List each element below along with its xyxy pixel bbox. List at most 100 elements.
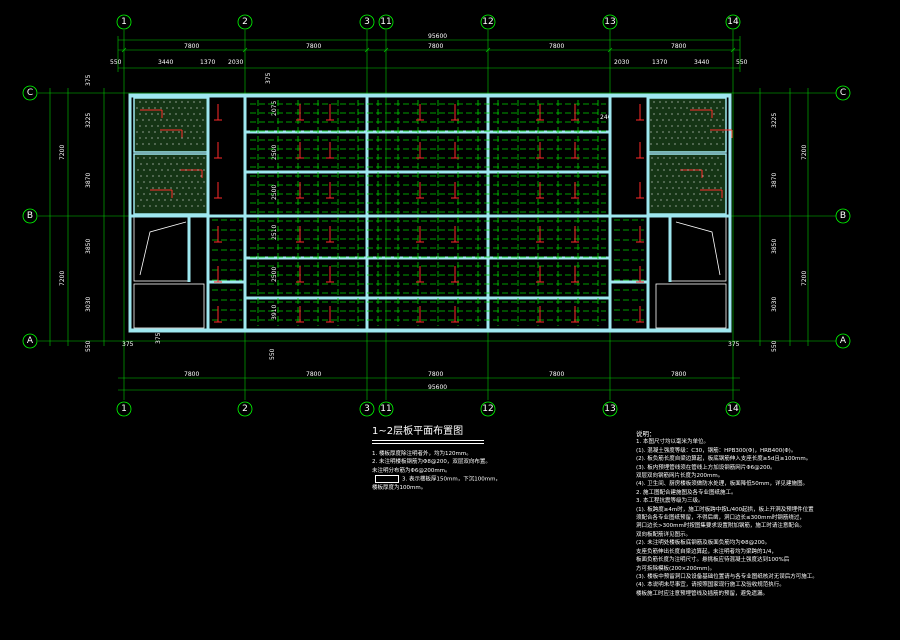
dimension-lines (49, 36, 809, 391)
hatch-dot (139, 101, 141, 103)
hatch-dot (202, 107, 204, 109)
hatch-dot (182, 175, 184, 177)
hatch-dot (698, 143, 700, 145)
dim-text-part: 3870 (85, 173, 92, 188)
note-line: 2. 施工图配合建施图及各专业图纸施工。 (636, 489, 737, 496)
dim-text-part: 3440 (158, 59, 173, 66)
grid-bubble (725, 14, 741, 30)
hatch-dot (684, 199, 686, 201)
hatch-dot (152, 163, 154, 165)
hatch-dot (139, 125, 141, 127)
hatch-dot (677, 137, 679, 139)
hatch-dot (175, 125, 177, 127)
dim-text-part: 375 (728, 341, 740, 348)
dim-text-total: 95600 (428, 33, 447, 40)
hatch-dot (690, 163, 692, 165)
hatch-dot (170, 187, 172, 189)
dim-text-total: 7200 (801, 145, 808, 160)
hatch-dot (665, 101, 667, 103)
grid-label: 13 (604, 404, 615, 414)
grid-bubble (237, 14, 253, 30)
dim-text-part: 2030 (228, 59, 243, 66)
hatch-dot (668, 131, 670, 133)
grid-bubble (359, 14, 375, 30)
hatch-dot (681, 181, 683, 183)
hatch-dot (693, 157, 695, 159)
hatch-dot (666, 175, 668, 177)
hatch-dot (160, 143, 162, 145)
dim-text-part: 3850 (85, 239, 92, 254)
hatch-dot (148, 131, 150, 133)
drawing-title-block: 1~2层板平面布置图 1. 楼板厚度除注明者外，均为120mm。 2. 未注明楼… (372, 426, 501, 493)
hatch-dot (687, 205, 689, 207)
hatch-dot (167, 205, 169, 207)
hatch-dot (167, 193, 169, 195)
hatch-dot (659, 137, 661, 139)
hatch-dot (702, 187, 704, 189)
dim-text-part: 550 (736, 59, 748, 66)
hatch-dot (139, 113, 141, 115)
grid-bubble (602, 401, 618, 417)
hatch-dot (681, 169, 683, 171)
hatch-dot (146, 163, 148, 165)
dim-text-part: 3030 (771, 297, 778, 312)
hatch-dot (722, 119, 724, 121)
hatch-dot (717, 169, 719, 171)
hatch-dot (714, 187, 716, 189)
hatch-dot (137, 169, 139, 171)
hatch-dot (714, 199, 716, 201)
hatch-dot (149, 169, 151, 171)
hatch-dot (713, 137, 715, 139)
dim-text-total: 7200 (801, 271, 808, 286)
hatch-dot (158, 187, 160, 189)
hatch-dot (175, 113, 177, 115)
hatch-dot (137, 157, 139, 159)
hatch-dot (678, 163, 680, 165)
hatch-dot (659, 125, 661, 127)
hatch-dot (651, 157, 653, 159)
hatch-dot (161, 157, 163, 159)
hatch-dot (654, 175, 656, 177)
dim-text-total: 7200 (59, 145, 66, 160)
hatch-dot (654, 199, 656, 201)
hatch-dot (696, 163, 698, 165)
dim-tick (485, 47, 491, 53)
legend-box-icon (375, 475, 399, 484)
hatch-dot (662, 143, 664, 145)
hatch-dot (668, 107, 670, 109)
dim-text-interior: 2500 (271, 145, 278, 160)
hatch-dot (142, 119, 144, 121)
hatch-dot (669, 181, 671, 183)
hatch-dot (173, 169, 175, 171)
hatch-dot (136, 107, 138, 109)
hatch-dot (187, 125, 189, 127)
hatch-dot (170, 175, 172, 177)
hatch-dot (149, 193, 151, 195)
hatch-dot (678, 199, 680, 201)
hatch-dot (161, 205, 163, 207)
hatch-dot (690, 187, 692, 189)
hatch-dot (695, 125, 697, 127)
note-line: (2). 板负筋长度自梁边算起，板底钢筋伸入支座长度≥5d且≥100mm。 (636, 456, 812, 463)
dim-text-span: 7800 (184, 43, 199, 50)
hatch-dot (146, 199, 148, 201)
grid-label: 14 (727, 404, 739, 414)
hatch-dot (167, 157, 169, 159)
title-note-4: 3. 表示楼板厚150mm，下沉100mm， (372, 475, 501, 484)
hatch-dot (173, 205, 175, 207)
hatch-dot (199, 137, 201, 139)
hatch-dot (163, 137, 165, 139)
hatch-dot (675, 205, 677, 207)
grid-label: 12 (482, 17, 493, 27)
notes-heading: 说明： (636, 430, 656, 438)
hatch-dot (200, 175, 202, 177)
hatch-dot (689, 125, 691, 127)
hatch-dot (160, 107, 162, 109)
dim-text-span: 7800 (306, 43, 321, 50)
hatched-zone-left (133, 97, 209, 215)
hatch-dot (699, 157, 701, 159)
dim-text-interior: 3910 (271, 305, 278, 320)
hatch-dot (696, 175, 698, 177)
hatch-dot (669, 157, 671, 159)
hatch-dot (713, 113, 715, 115)
